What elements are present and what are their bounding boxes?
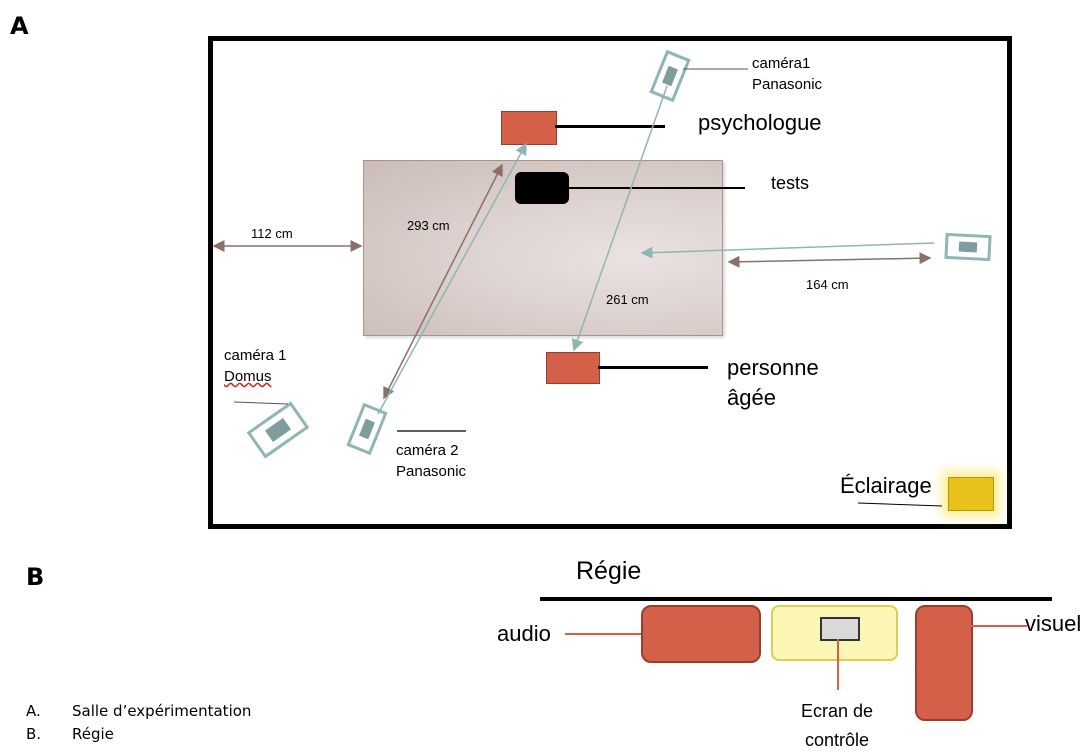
camera-2-panasonic-label-line2: Panasonic xyxy=(396,463,467,480)
tests-label: tests xyxy=(771,173,810,193)
personne-agee-label: personne âgée xyxy=(727,353,819,413)
psychologue-seat xyxy=(501,111,557,145)
ecran-label-line1: Ecran de xyxy=(800,701,874,721)
camera-lens-icon xyxy=(264,417,292,443)
camera-lens-icon xyxy=(358,418,376,440)
experiment-room xyxy=(208,36,1012,529)
legend-text: Salle d’expérimentation xyxy=(72,702,252,720)
psychologue-label: psychologue xyxy=(698,110,822,135)
camera-1-panasonic-label: caméra1 Panasonic xyxy=(752,53,822,95)
visuel-label: visuel xyxy=(1025,611,1082,636)
ecran-label-line2: contrôle xyxy=(804,730,870,750)
audio-leader-line xyxy=(565,633,641,635)
camera-lens-icon xyxy=(958,241,978,253)
ecran-label: Ecran de contrôle xyxy=(782,697,892,755)
panel-label-b: B xyxy=(26,563,45,591)
legend-letter: B. xyxy=(26,725,42,743)
dimension-293-label: 293 cm xyxy=(407,218,450,233)
ecran-leader-line xyxy=(837,639,839,690)
visuel-box xyxy=(915,605,973,721)
camera-1-panasonic-label-line2: Panasonic xyxy=(752,76,823,93)
dimension-right-label: 164 cm xyxy=(806,277,849,292)
psychologue-leader-line xyxy=(555,125,665,128)
personne-agee-label-line2: âgée xyxy=(727,385,776,410)
personne-agee-seat xyxy=(546,352,600,384)
monitor-icon xyxy=(820,617,860,641)
personne-agee-leader-line xyxy=(598,366,708,369)
dimension-261-label: 261 cm xyxy=(606,292,649,307)
regie-title: Régie xyxy=(576,557,642,585)
camera-1-domus-label-line2: Domus xyxy=(224,368,272,385)
legend-text: Régie xyxy=(72,725,114,743)
panel-label-a: A xyxy=(10,12,29,40)
control-screen-box xyxy=(771,605,898,661)
eclairage-label: Éclairage xyxy=(840,473,932,498)
camera-1-domus-label-line1: caméra 1 xyxy=(224,347,287,364)
tests-leader-line xyxy=(569,187,745,189)
camera-1-panasonic-label-line1: caméra1 xyxy=(752,55,811,72)
legend-item-a: A. Salle d’expérimentation xyxy=(26,702,251,720)
tests-box xyxy=(515,172,569,204)
visuel-leader-line xyxy=(969,625,1027,627)
regie-divider xyxy=(540,597,1052,601)
camera-2-panasonic-label: caméra 2 Panasonic xyxy=(396,440,466,482)
legend-letter: A. xyxy=(26,702,41,720)
dimension-left-label: 112 cm xyxy=(251,226,293,241)
lamp-icon xyxy=(948,477,994,511)
audio-label: audio xyxy=(497,621,551,646)
camera-1-domus-label: caméra 1 Domus xyxy=(224,345,287,387)
legend-item-b: B. Régie xyxy=(26,725,114,743)
audio-box xyxy=(641,605,761,663)
personne-agee-label-line1: personne xyxy=(727,355,819,380)
camera-right-icon xyxy=(944,232,992,262)
camera-lens-icon xyxy=(661,65,679,87)
camera-2-panasonic-label-line1: caméra 2 xyxy=(396,442,459,459)
